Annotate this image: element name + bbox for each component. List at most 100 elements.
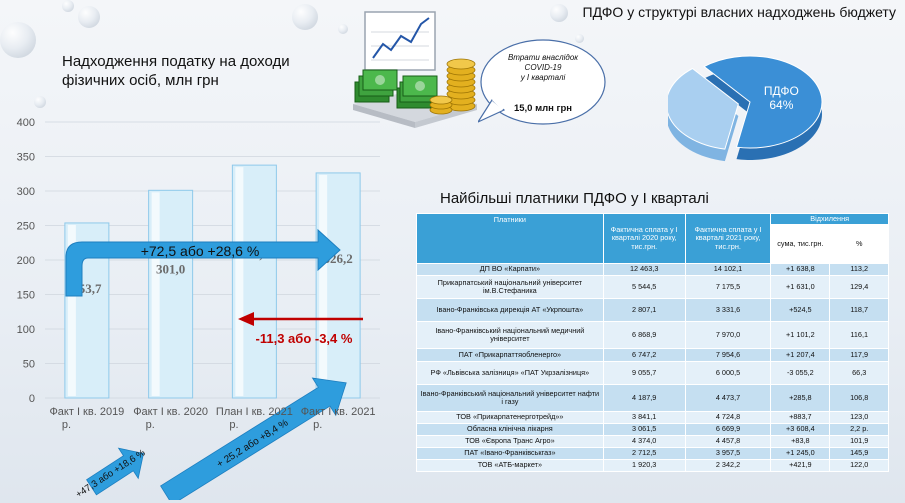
deviation-percent-cell: 2,2 р.	[829, 423, 889, 436]
covid-text-line: у І кварталі	[520, 73, 566, 82]
water-drop-decoration	[0, 22, 36, 58]
y-tick-label: 400	[17, 117, 35, 129]
y-tick-label: 200	[17, 255, 35, 267]
payer-name-cell: Обласна клінічна лікарня	[416, 423, 604, 436]
pdfo-revenue-bar-chart: 0 50 100 150 200 250 300 350 400 253,7301,0337,5…	[17, 117, 380, 500]
deviation-sum-cell: +1 638,8	[770, 263, 831, 276]
decline-arrow-head	[238, 312, 254, 326]
payer-name-cell: Прикарпатський національний університет …	[416, 275, 604, 299]
deviation-sum-cell: -3 055,2	[770, 361, 831, 385]
deviation-percent-cell: 101,9	[829, 435, 889, 448]
deviation-sum-cell: +3 608,4	[770, 423, 831, 436]
y-tick-label: 0	[29, 393, 35, 405]
x-axis-label: р.	[229, 419, 238, 431]
payer-name-cell: Івано-Франківська дирекція АТ «Укрпошта»	[416, 298, 604, 322]
y-tick-label: 350	[17, 152, 35, 164]
x-axis-label: р.	[146, 419, 155, 431]
fact-2021-cell: 7 175,5	[684, 275, 772, 299]
x-axis-label: р.	[62, 419, 71, 431]
deviation-percent-cell: 118,7	[829, 298, 889, 322]
water-drop-decoration	[78, 6, 100, 28]
growth-top-label: +72,5 або +28,6 %	[141, 243, 260, 259]
payer-name-cell: ДП ВО «Карпати»	[416, 263, 604, 276]
payer-name-cell: РФ «Львівська залізниця» «ПАТ Укрзалізни…	[416, 361, 604, 385]
payer-name-cell: Івано-Франківський національний медичний…	[416, 321, 604, 349]
fact-2021-cell: 4 473,7	[684, 384, 772, 412]
x-axis-label: Факт І кв. 2019	[49, 406, 124, 418]
header-sum: сума, тис.грн.	[770, 224, 831, 264]
bar-highlight	[151, 192, 160, 396]
water-drop-decoration	[575, 34, 584, 43]
bar-highlight	[319, 174, 328, 396]
pie-chart-title: ПДФО у структурі власних надходжень бюдж…	[582, 4, 896, 20]
deviation-sum-cell: +1 207,4	[770, 348, 831, 362]
fact-2021-cell: 2 342,2	[684, 459, 772, 472]
fact-2020-cell: 9 055,7	[602, 361, 686, 385]
bar-highlight	[235, 167, 244, 396]
bar-value-label: 301,0	[156, 261, 185, 276]
table-row: Івано-Франківський національний медичний…	[416, 321, 889, 349]
covid-loss-bubble	[478, 39, 606, 125]
pie-slice	[668, 67, 739, 150]
y-tick-label: 250	[17, 221, 35, 233]
x-axis-label: Факт І кв. 2021	[301, 406, 376, 418]
y-tick-label: 100	[17, 324, 35, 336]
covid-loss-text: Втрати внаслідок COVID-19 у І кварталі	[488, 53, 598, 83]
pie-slice-label: ПДФО	[764, 84, 799, 98]
payers-table: Платники Фактична сплата у І кварталі 20…	[416, 213, 889, 472]
fact-2021-cell: 6 669,9	[684, 423, 772, 436]
y-tick-label: 300	[17, 186, 35, 198]
deviation-percent-cell: 113,2	[829, 263, 889, 276]
table-row: Івано-Франківська дирекція АТ «Укрпошта»…	[416, 298, 889, 322]
payer-name-cell: ПАТ «Івано-Франківськгаз»	[416, 447, 604, 460]
growth-arrow-small	[86, 447, 144, 496]
fact-2020-cell: 2 712,5	[602, 447, 686, 460]
pie-slice-value: 64%	[769, 98, 793, 112]
deviation-sum-cell: +1 245,0	[770, 447, 831, 460]
fact-2021-cell: 3 331,6	[684, 298, 772, 322]
header-percent: %	[829, 224, 889, 264]
fact-2020-cell: 4 187,9	[602, 384, 686, 412]
y-tick-label: 150	[17, 290, 35, 302]
money-illustration-icon	[353, 11, 477, 128]
pie-slice	[703, 55, 823, 149]
fact-2020-cell: 6 868,9	[602, 321, 686, 349]
covid-text-line: Втрати внаслідок	[507, 53, 579, 62]
table-row: Івано-Франківський національний універси…	[416, 384, 889, 412]
deviation-percent-cell: 122,0	[829, 459, 889, 472]
water-drop-decoration	[62, 0, 74, 12]
deviation-percent-cell: 106,8	[829, 384, 889, 412]
growth-arrow-top	[65, 228, 341, 297]
table-row: РФ «Львівська залізниця» «ПАТ Укрзалізни…	[416, 361, 889, 385]
x-axis-label: План І кв. 2021	[216, 406, 293, 418]
fact-2020-cell: 3 841,1	[602, 411, 686, 424]
fact-2021-cell: 7 954,6	[684, 348, 772, 362]
header-fact-2020: Фактична сплата у І кварталі 2020 року, …	[602, 213, 686, 264]
fact-2020-cell: 1 920,3	[602, 459, 686, 472]
payer-name-cell: Івано-Франківський національний універси…	[416, 384, 604, 412]
deviation-percent-cell: 117,9	[829, 348, 889, 362]
deviation-sum-cell: +1 101,2	[770, 321, 831, 349]
fact-2020-cell: 4 374,0	[602, 435, 686, 448]
covid-text-line: COVID-19	[524, 63, 562, 72]
fact-2021-cell: 4 724,8	[684, 411, 772, 424]
y-tick-label: 50	[23, 359, 35, 371]
x-axis-label: Факт І кв. 2020	[133, 406, 208, 418]
deviation-percent-cell: 116,1	[829, 321, 889, 349]
fact-2021-cell: 4 457,8	[684, 435, 772, 448]
payer-name-cell: ТОВ «Прикарпатенерготрейд»»	[416, 411, 604, 424]
fact-2020-cell: 3 061,5	[602, 423, 686, 436]
fact-2020-cell: 5 544,5	[602, 275, 686, 299]
y-axis-ticks: 0 50 100 150 200 250 300 350 400	[17, 117, 35, 405]
deviation-sum-cell: +285,8	[770, 384, 831, 412]
fact-2020-cell: 12 463,3	[602, 263, 686, 276]
deviation-percent-cell: 145,9	[829, 447, 889, 460]
